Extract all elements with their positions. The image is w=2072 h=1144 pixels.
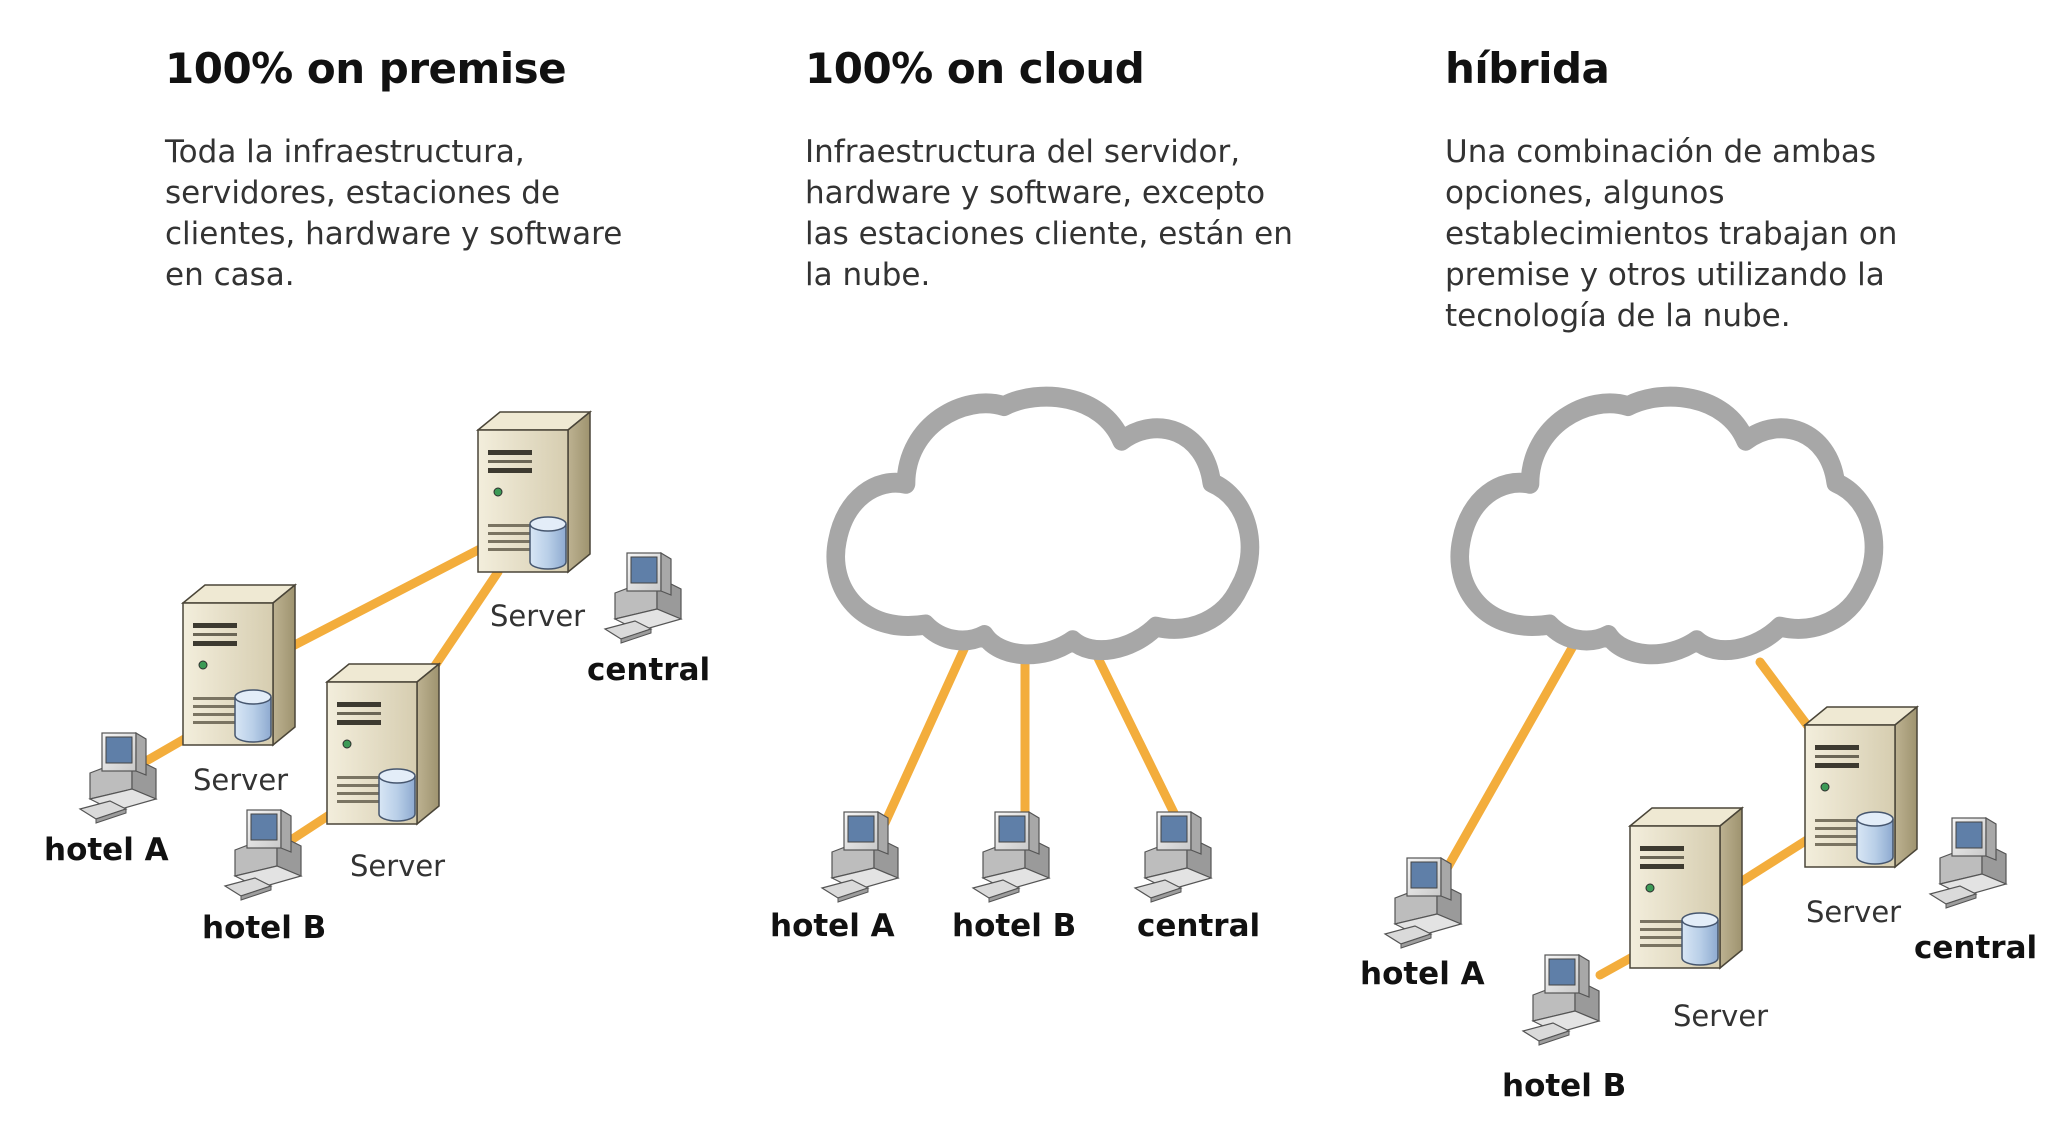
server-label: Server [193,763,288,797]
server-label: Server [1806,895,1901,929]
on-premise-diagram: Server Server Server central hotel A hot… [44,411,710,946]
description-on-premise: Toda la infraestructura, servidores, est… [165,132,622,296]
description-hybrid: Una combinación de ambas opciones, algun… [1445,132,1897,337]
description-line: hardware y software, excepto [805,175,1266,211]
central-label: central [1137,908,1260,944]
workstation-icon [604,552,682,644]
workstation-icon [1134,811,1212,903]
hotel-a-label: hotel A [44,832,169,868]
server-icon [182,584,296,746]
description-line: la nube. [805,257,931,293]
server-icon [1804,706,1918,868]
server-icon [477,411,591,573]
title-hybrid: híbrida [1445,44,1610,93]
cloud-icon [1460,397,1874,655]
link-hotel-a-cloud [1440,620,1590,877]
central-label: central [587,652,710,688]
workstation-icon [224,809,302,901]
workstation-icon [972,811,1050,903]
server-icon [326,663,440,825]
on-cloud-diagram: hotel A hotel B central [770,397,1260,944]
description-line: servidores, estaciones de [165,175,561,211]
hotel-a-label: hotel A [1360,956,1485,992]
description-line: tecnología de la nube. [1445,298,1791,334]
title-on-premise: 100% on premise [165,44,567,93]
hotel-b-label: hotel B [952,908,1076,944]
description-line: Infraestructura del servidor, [805,134,1241,170]
description-line: premise y otros utilizando la [1445,257,1885,293]
title-on-cloud: 100% on cloud [805,44,1145,93]
hotel-a-label: hotel A [770,908,895,944]
description-on-cloud: Infraestructura del servidor, hardware y… [805,132,1293,296]
description-line: opciones, algunos [1445,175,1725,211]
description-line: establecimientos trabajan on [1445,216,1898,252]
workstation-icon [1384,857,1462,949]
workstation-icon [79,732,157,824]
workstation-icon [821,811,899,903]
link-server-server-a [280,543,487,655]
hotel-b-label: hotel B [1502,1068,1626,1104]
server-label: Server [490,599,585,633]
link-hotel-a-cloud [880,620,980,828]
description-line: las estaciones cliente, están en [805,216,1293,252]
description-line: Toda la infraestructura, [165,134,525,170]
central-label: central [1914,930,2037,966]
server-icon [1629,807,1743,969]
hotel-b-label: hotel B [202,910,326,946]
hybrid-diagram: Server Server central hotel A hotel B [1360,397,2037,1104]
description-line: en casa. [165,257,295,293]
description-line: clientes, hardware y software [165,216,623,252]
cloud-icon [836,397,1250,655]
workstation-icon [1522,954,1600,1046]
server-label: Server [1673,999,1768,1033]
workstation-icon [1929,817,2007,909]
description-line: Una combinación de ambas [1445,134,1877,170]
server-label: Server [350,849,445,883]
link-central-cloud [1093,653,1180,820]
